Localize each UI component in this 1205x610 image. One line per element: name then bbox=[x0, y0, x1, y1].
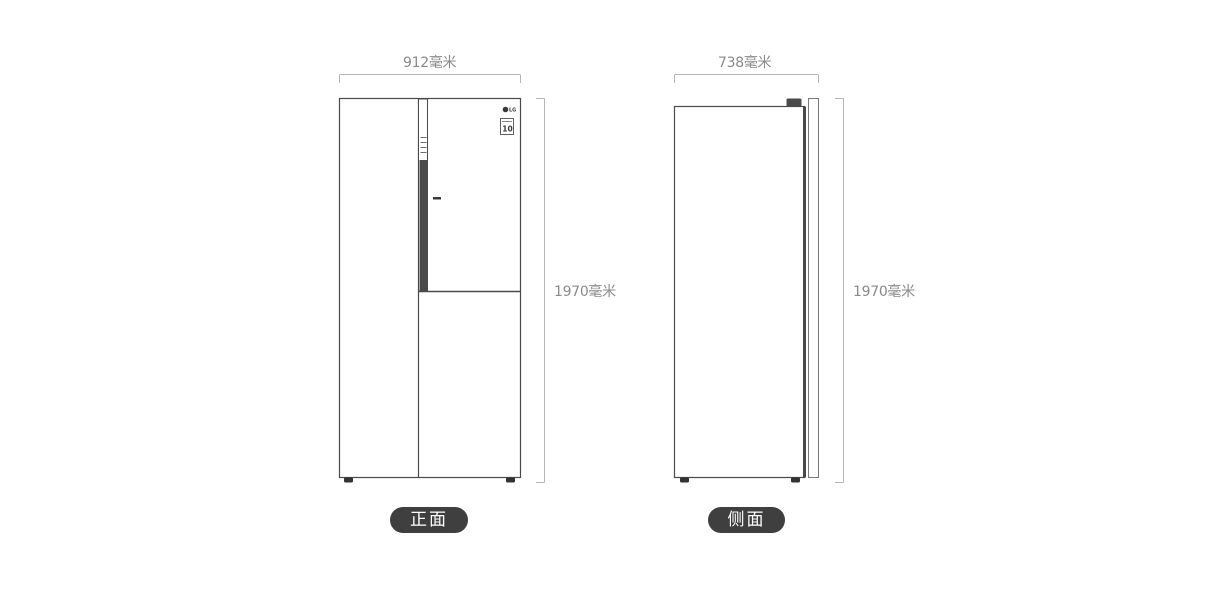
side-hinge-cover bbox=[786, 98, 802, 107]
front-dark-panel bbox=[419, 160, 428, 291]
front-view-caption: 正面 bbox=[390, 507, 468, 533]
front-height-label: 1970毫米 bbox=[554, 284, 616, 300]
lg-logo-icon: LG bbox=[502, 106, 516, 114]
side-door-edge bbox=[803, 106, 806, 478]
front-foot-right bbox=[506, 477, 515, 483]
side-height-bracket bbox=[835, 98, 844, 483]
side-width-label: 738毫米 bbox=[718, 55, 772, 71]
side-view-caption: 侧面 bbox=[708, 507, 785, 533]
side-foot-back bbox=[680, 477, 689, 483]
side-cabinet-body bbox=[673, 105, 806, 479]
front-height-bracket bbox=[536, 98, 545, 483]
side-width-bracket bbox=[674, 74, 819, 83]
front-control-buttons bbox=[420, 137, 427, 153]
warranty-badge-text: 10 bbox=[502, 125, 512, 134]
front-width-bracket bbox=[339, 74, 521, 83]
front-width-label: 912毫米 bbox=[403, 55, 457, 71]
side-foot-front bbox=[791, 477, 800, 483]
front-foot-left bbox=[344, 477, 353, 483]
warranty-badge-icon: 10 bbox=[500, 118, 514, 135]
front-door-handle bbox=[433, 197, 441, 200]
front-fridge-body bbox=[338, 97, 522, 479]
side-height-label: 1970毫米 bbox=[853, 284, 915, 300]
lg-logo-text: LG bbox=[509, 108, 516, 114]
side-door-panel bbox=[808, 98, 819, 478]
